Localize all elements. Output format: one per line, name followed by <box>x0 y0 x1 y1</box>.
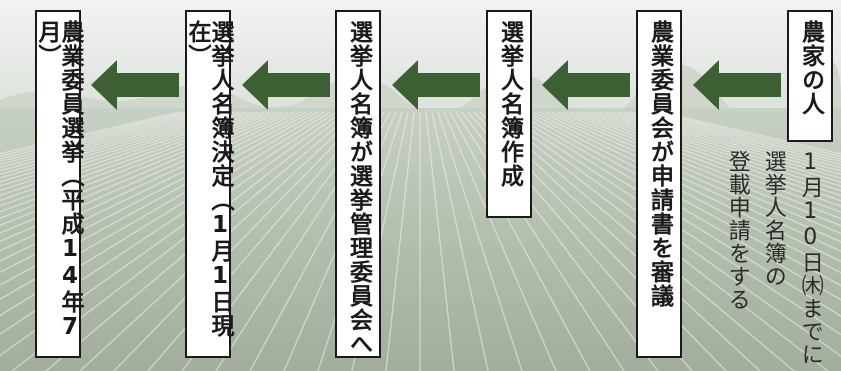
step-label-roster-to-election-committee: 選挙人名簿が選挙管理委員会へ <box>345 20 372 356</box>
step-label-roster-decided: 選挙人名簿決定（1月1日現在） <box>184 20 233 338</box>
step-label-election: 農業委員選挙（平成14年7月） <box>34 20 83 341</box>
step-box-election: 農業委員選挙（平成14年7月） <box>34 10 83 358</box>
left-arrow-icon <box>693 60 781 110</box>
note-line-1: 1月10日㈭までに <box>797 150 823 366</box>
step-box-committee-review: 農業委員会が申請書を審議 <box>636 10 682 358</box>
step-box-roster-decided: 選挙人名簿決定（1月1日現在） <box>184 10 233 358</box>
left-arrow-icon <box>242 60 330 110</box>
step-box-roster-to-election-committee: 選挙人名簿が選挙管理委員会へ <box>335 10 381 358</box>
note-line-2: 選挙人名簿の <box>760 150 786 288</box>
left-arrow-icon <box>392 60 480 110</box>
note-line-3: 登載申請をする <box>724 150 750 311</box>
step-label-farmer: 農家の人 <box>797 20 824 116</box>
step-label-roster-created: 選挙人名簿作成 <box>496 20 523 188</box>
step-box-farmer: 農家の人 <box>787 10 833 142</box>
step-label-committee-review: 農業委員会が申請書を審議 <box>646 20 673 308</box>
left-arrow-icon <box>542 60 630 110</box>
step-box-roster-created: 選挙人名簿作成 <box>486 10 532 218</box>
left-arrow-icon <box>91 60 179 110</box>
